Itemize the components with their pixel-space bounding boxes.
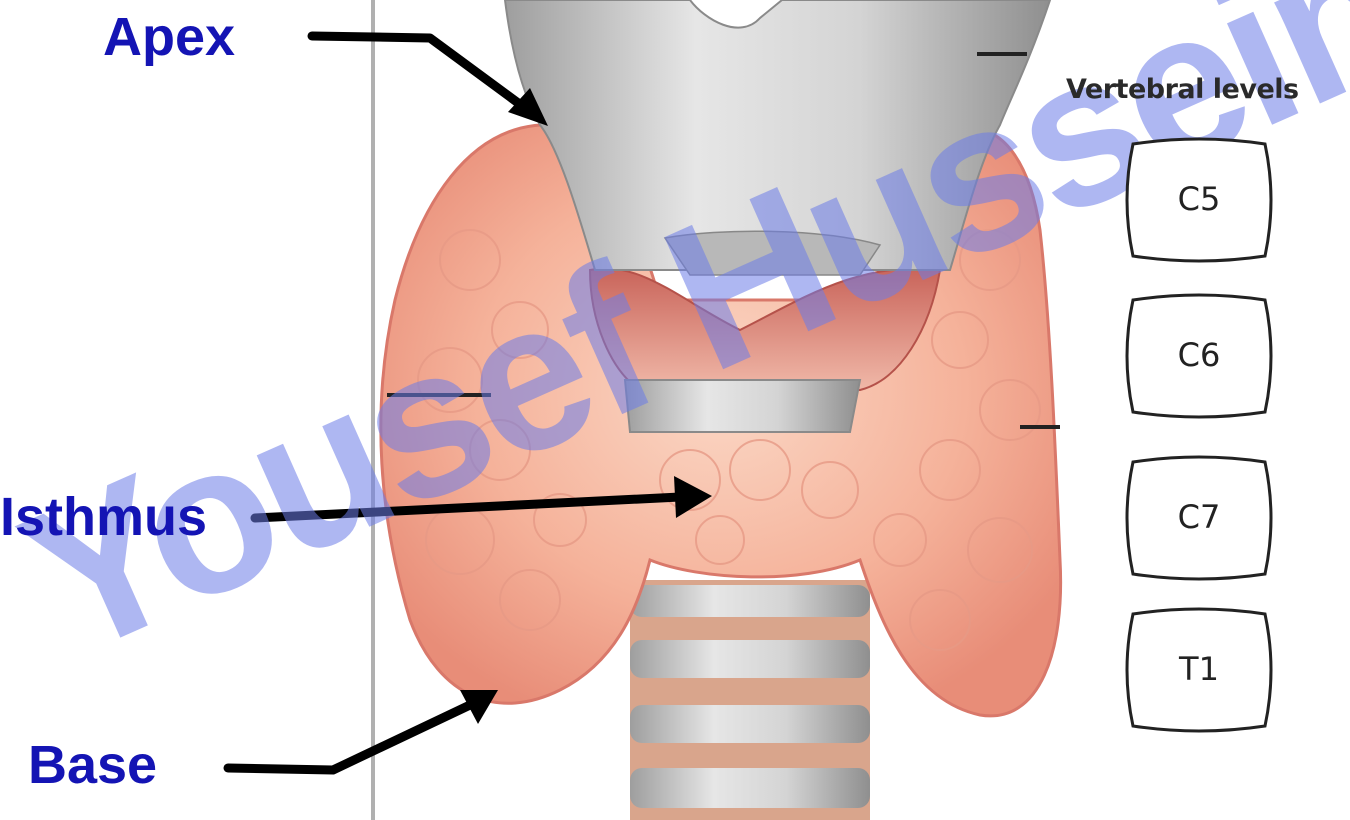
vertebra-label: C7	[1121, 498, 1277, 536]
apex-label: Apex	[103, 10, 235, 64]
base-label: Base	[28, 738, 157, 792]
isthmus-label: Isthmus	[0, 490, 207, 544]
vertebra-label: C5	[1121, 180, 1277, 218]
vertebra-label: T1	[1121, 650, 1277, 688]
vertebra-label: C6	[1121, 336, 1277, 374]
vertebra-c6: C6	[1121, 292, 1277, 420]
vertebra-c7: C7	[1121, 454, 1277, 582]
vertebra-t1: T1	[1121, 606, 1277, 734]
vertebra-c5: C5	[1121, 136, 1277, 264]
vertebral-levels-title: Vertebral levels	[1066, 74, 1299, 105]
